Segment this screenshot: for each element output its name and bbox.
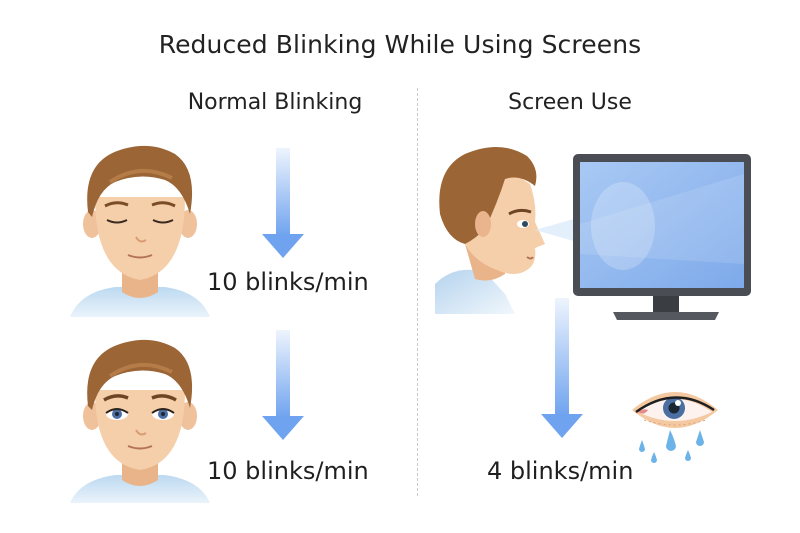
face-eyes-closed-icon: [70, 142, 210, 317]
down-arrow-icon: [262, 330, 304, 442]
normal-blinking-heading: Normal Blinking: [187, 90, 363, 115]
dry-eye-tears-icon: [630, 388, 720, 468]
normal-blink-rate-closed: 10 blinks/min: [207, 268, 369, 296]
screen-blink-rate: 4 blinks/min: [487, 457, 634, 485]
down-arrow-icon: [262, 148, 304, 260]
face-eyes-open-icon: [70, 338, 210, 503]
screen-use-heading: Screen Use: [508, 90, 632, 115]
person-profile-icon: [435, 144, 555, 314]
down-arrow-icon: [541, 298, 583, 440]
column-divider: [417, 88, 418, 496]
page-title: Reduced Blinking While Using Screens: [158, 30, 642, 59]
computer-monitor-icon: [573, 154, 753, 324]
normal-blink-rate-open: 10 blinks/min: [207, 457, 369, 485]
